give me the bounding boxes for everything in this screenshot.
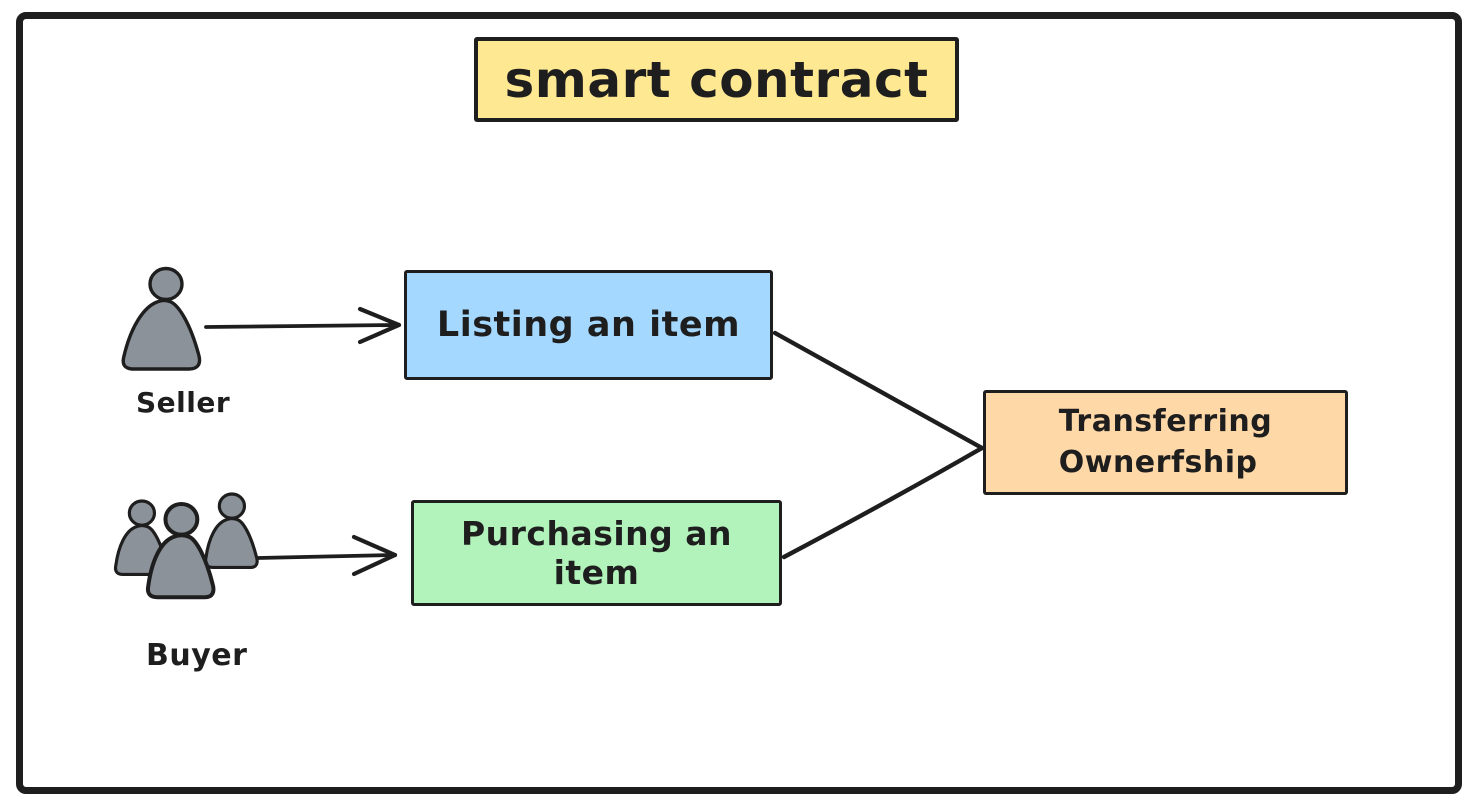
transferring-label-line1: Transferring bbox=[1058, 404, 1273, 439]
purchasing-label: Purchasing an item bbox=[460, 514, 733, 592]
seller-label: Seller bbox=[136, 386, 231, 419]
listing-label: Listing an item bbox=[436, 305, 741, 345]
outer-frame bbox=[16, 12, 1462, 794]
buyer-label: Buyer bbox=[146, 638, 248, 673]
purchasing-node: Purchasing an item bbox=[411, 500, 782, 606]
transferring-label-line2: Ownerfship bbox=[1058, 444, 1258, 480]
listing-node: Listing an item bbox=[404, 270, 773, 380]
person-icon bbox=[121, 266, 202, 371]
title-box: smart contract bbox=[474, 37, 959, 122]
title-text: smart contract bbox=[504, 50, 929, 109]
people-group-icon bbox=[113, 492, 259, 610]
transferring-node: Transferring Ownerfship bbox=[983, 390, 1348, 495]
